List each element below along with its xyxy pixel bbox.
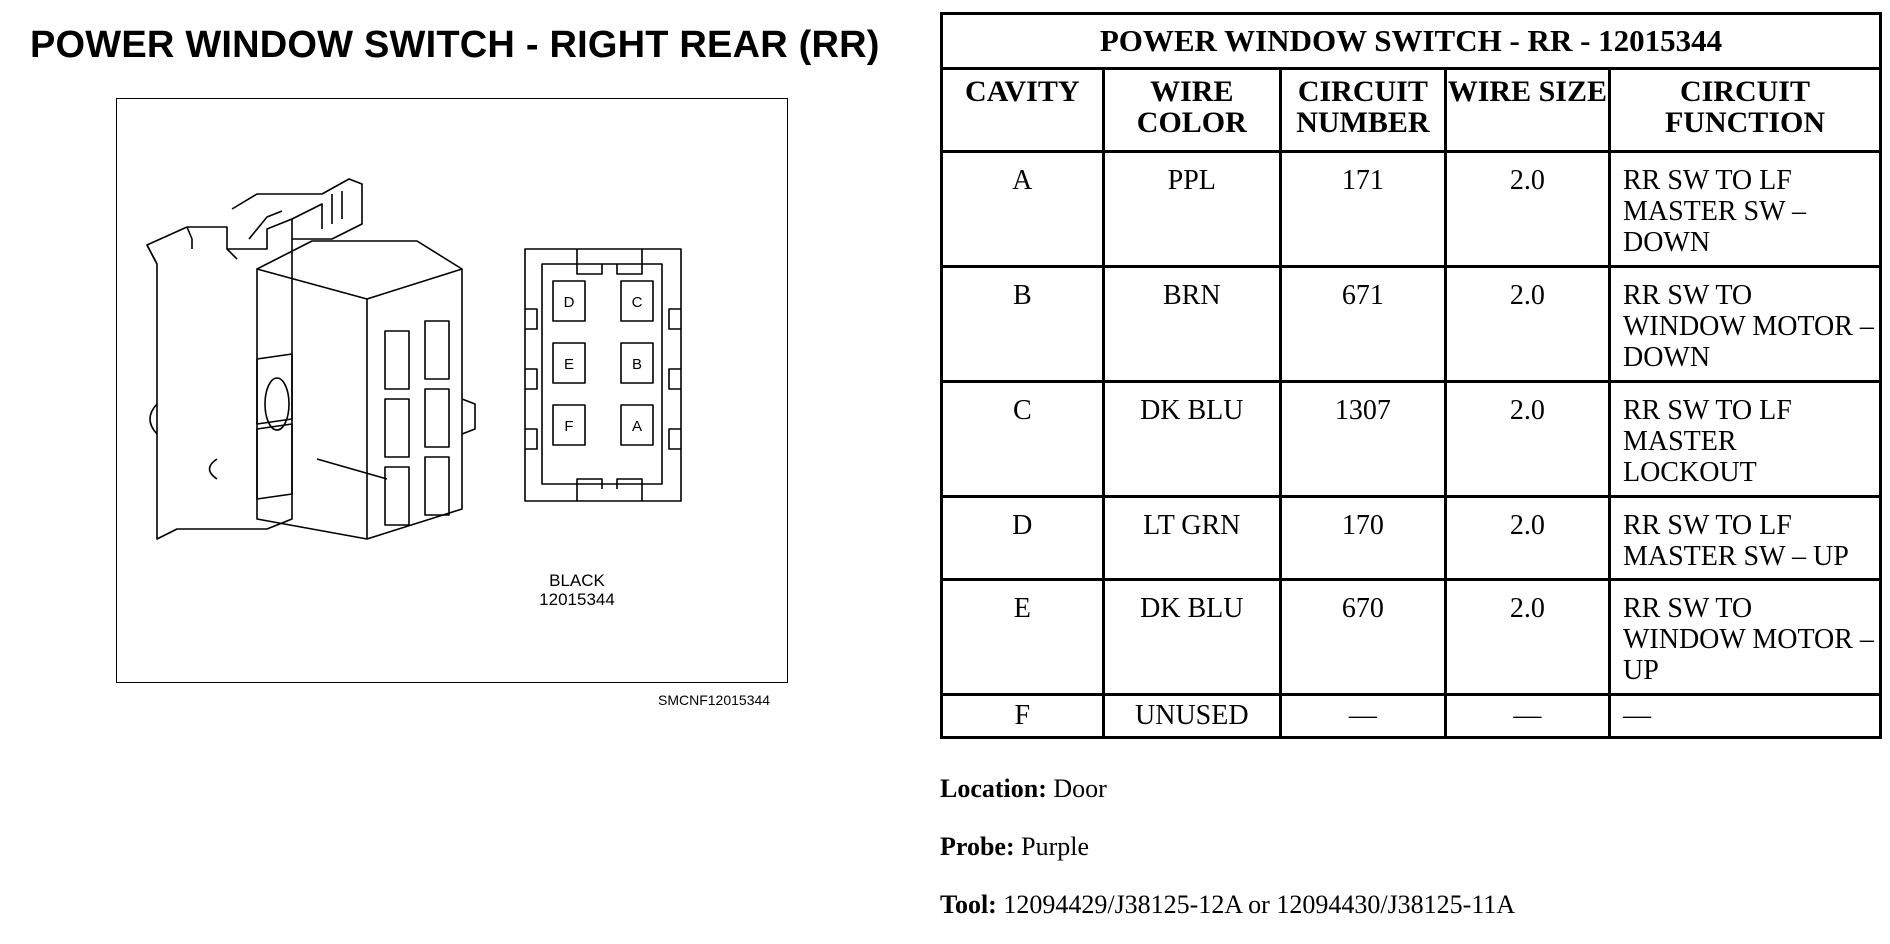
circuit-number-cell: 1307 — [1279, 380, 1447, 498]
wire-color-cell: LT GRN — [1101, 495, 1283, 581]
header-wire-size: WIRE SIZE — [1443, 67, 1611, 153]
wire-color-cell: PPL — [1101, 150, 1283, 268]
table-row: E DK BLU 670 2.0 RR SW TO WINDOW MOTOR –… — [940, 578, 1883, 696]
connector-top-latch — [231, 178, 363, 240]
wire-size-cell: — — [1443, 693, 1611, 739]
tool-label: Tool: — [940, 890, 997, 919]
circuit-number-cell: 170 — [1279, 495, 1447, 581]
cavity-label-a: A — [632, 418, 642, 435]
connector-drawing: D C E B F A — [146, 178, 682, 540]
connector-front-body — [256, 240, 463, 540]
cavity-label-e: E — [564, 356, 574, 373]
probe-note: Probe: Purple — [940, 832, 1089, 862]
connector-figure: D C E B F A BLACK 12015344 — [116, 98, 788, 683]
cavity-label-f: F — [564, 418, 573, 435]
table-title: POWER WINDOW SWITCH - RR - 12015344 — [940, 12, 1882, 70]
header-cavity: CAVITY — [940, 67, 1105, 153]
wire-color-cell: DK BLU — [1101, 578, 1283, 696]
connector-color: BLACK — [549, 571, 605, 590]
tool-value: 12094429/J38125-12A or 12094430/J38125-1… — [1003, 890, 1516, 919]
header-circuit-function: CIRCUIT FUNCTION — [1607, 67, 1883, 153]
wire-color-cell: UNUSED — [1101, 693, 1283, 739]
probe-value: Purple — [1021, 832, 1090, 861]
tool-note: Tool: 12094429/J38125-12A or 12094430/J3… — [940, 890, 1515, 920]
cavity-label-b: B — [632, 356, 642, 373]
table-row: A PPL 171 2.0 RR SW TO LF MASTER SW – DO… — [940, 150, 1883, 268]
wire-color-cell: DK BLU — [1101, 380, 1283, 498]
circuit-number-cell: 671 — [1279, 265, 1447, 383]
wire-size-cell: 2.0 — [1443, 150, 1611, 268]
cavity-cell: C — [940, 380, 1105, 498]
wire-size-cell: 2.0 — [1443, 380, 1611, 498]
table-row: C DK BLU 1307 2.0 RR SW TO LF MASTER LOC… — [940, 380, 1883, 498]
circuit-function-cell: RR SW TO LF MASTER LOCKOUT — [1607, 380, 1883, 498]
circuit-function-cell: RR SW TO WINDOW MOTOR – DOWN — [1607, 265, 1883, 383]
table-row: D LT GRN 170 2.0 RR SW TO LF MASTER SW –… — [940, 495, 1883, 581]
cavity-cell: F — [940, 693, 1105, 739]
header-wire-color: WIRE COLOR — [1101, 67, 1283, 153]
diagram-title: POWER WINDOW SWITCH - RIGHT REAR (RR) — [30, 24, 880, 66]
circuit-number-cell: 171 — [1279, 150, 1447, 268]
circuit-function-cell: RR SW TO WINDOW MOTOR – UP — [1607, 578, 1883, 696]
wire-size-cell: 2.0 — [1443, 578, 1611, 696]
wire-size-cell: 2.0 — [1443, 495, 1611, 581]
figure-code: SMCNF12015344 — [658, 692, 771, 708]
cavity-label-c: C — [632, 294, 643, 311]
connector-part-number: 12015344 — [539, 590, 615, 609]
circuit-function-cell: RR SW TO LF MASTER SW – UP — [1607, 495, 1883, 581]
location-value: Door — [1053, 774, 1107, 803]
connector-left-flange — [146, 218, 293, 540]
table-row: F UNUSED — — — — [940, 693, 1883, 739]
location-note: Location: Door — [940, 774, 1107, 804]
circuit-number-cell: — — [1279, 693, 1447, 739]
connector-face-outline — [524, 248, 682, 502]
cavity-cell: A — [940, 150, 1105, 268]
wire-color-cell: BRN — [1101, 265, 1283, 383]
cavity-cell: D — [940, 495, 1105, 581]
probe-label: Probe: — [940, 832, 1015, 861]
cavity-cell: E — [940, 578, 1105, 696]
cavity-label-d: D — [564, 294, 575, 311]
location-label: Location: — [940, 774, 1047, 803]
pinout-table: POWER WINDOW SWITCH - RR - 12015344 CAVI… — [940, 12, 1883, 739]
table-row: B BRN 671 2.0 RR SW TO WINDOW MOTOR – DO… — [940, 265, 1883, 383]
cavity-cell: B — [940, 265, 1105, 383]
header-circuit-number: CIRCUIT NUMBER — [1279, 67, 1447, 153]
wire-size-cell: 2.0 — [1443, 265, 1611, 383]
circuit-function-cell: RR SW TO LF MASTER SW – DOWN — [1607, 150, 1883, 268]
circuit-number-cell: 670 — [1279, 578, 1447, 696]
circuit-function-cell: — — [1607, 693, 1883, 739]
connector-caption: BLACK 12015344 — [497, 571, 657, 609]
